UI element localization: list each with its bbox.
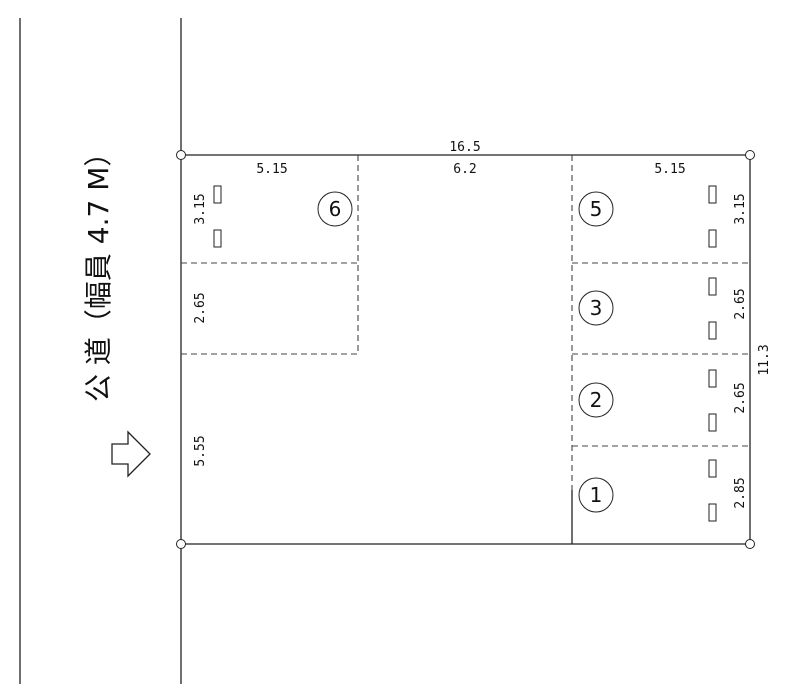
road-label: 公 道（幅員 4.7 M） [82,139,115,402]
wheel-stop [708,277,717,296]
dim-left-row-1: 3.15 [193,193,208,224]
dim-right-lot-width: 5.15 [654,162,685,177]
space-2-number: 2 [590,388,603,412]
dim-total-depth: 11.3 [757,344,772,375]
dim-right-row-5: 3.15 [733,193,748,224]
dim-right-row-3: 2.65 [733,288,748,319]
space-1-circle [578,477,614,513]
wheel-stop [708,369,717,388]
space-6-number: 6 [329,197,342,221]
wheel-stop [708,185,717,204]
wheel-stop [213,185,222,204]
space-3-circle [578,290,614,326]
space-1-number: 1 [590,483,603,507]
dim-left-row-2: 2.65 [193,292,208,323]
wheel-stop [708,413,717,432]
wheel-stop [213,229,222,248]
space-6-circle [317,191,353,227]
space-5-circle [578,191,614,227]
entrance-arrow-icon [111,430,151,478]
dim-center-width: 6.2 [453,162,476,177]
space-2-circle [578,382,614,418]
corner-marker-bottom-left [176,539,186,549]
corner-marker-top-left [176,150,186,160]
wheel-stop [708,459,717,478]
dim-left-remaining: 5.55 [193,435,208,466]
wheel-stop [708,321,717,340]
corner-marker-bottom-right [745,539,755,549]
dim-left-lot-width: 5.15 [256,162,287,177]
dim-right-row-1: 2.85 [733,477,748,508]
dim-right-row-2: 2.65 [733,382,748,413]
wheel-stop [708,503,717,522]
corner-marker-top-right [745,150,755,160]
dim-total-width: 16.5 [449,140,480,155]
space-3-number: 3 [590,296,603,320]
space-5-number: 5 [590,197,603,221]
wheel-stop [708,229,717,248]
